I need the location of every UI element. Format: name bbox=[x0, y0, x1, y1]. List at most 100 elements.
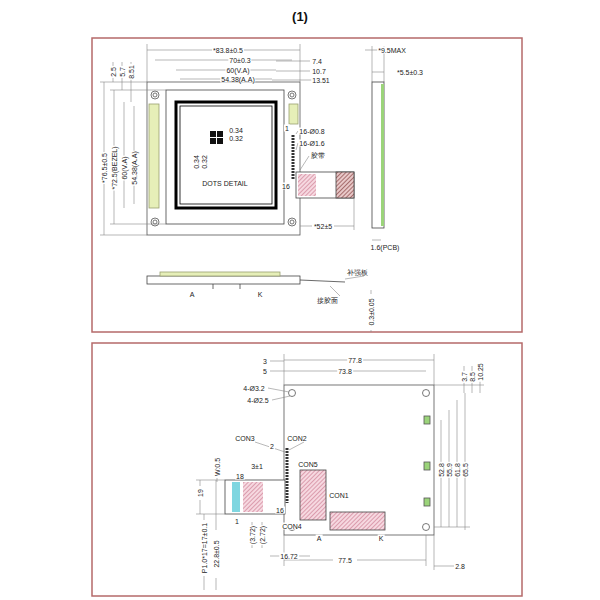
drawing-stroke bbox=[200, 480, 201, 486]
dimension-label: *9.5MAX bbox=[377, 47, 407, 54]
drawing-stroke bbox=[217, 131, 223, 137]
drawing-stroke bbox=[204, 576, 205, 590]
dimension-label: 0.32 bbox=[228, 135, 244, 142]
dimension-label: 73.8 bbox=[337, 368, 353, 375]
dimension-label: 16.72 bbox=[279, 553, 299, 560]
dimension-label: W:0.5 bbox=[214, 457, 221, 477]
dimension-label: 16-Ø0.8 bbox=[298, 128, 325, 135]
dimension-label: 补强板 bbox=[346, 269, 369, 276]
drawing-stroke bbox=[284, 385, 434, 535]
drawing-stroke bbox=[288, 91, 296, 99]
drawing-stroke bbox=[298, 556, 310, 557]
drawing-stroke bbox=[424, 416, 430, 424]
dimension-label: 2.8 bbox=[454, 563, 466, 570]
drawing-stroke bbox=[147, 44, 148, 82]
dimension-label: 16 bbox=[281, 183, 291, 190]
drawing-stroke bbox=[300, 470, 326, 520]
dimension-label: 61.8 bbox=[454, 462, 461, 478]
dimension-label: 77.5 bbox=[337, 557, 353, 564]
drawing-stroke bbox=[176, 102, 276, 208]
dimension-label: DOTS DETAIL bbox=[201, 180, 248, 187]
drawing-stroke bbox=[276, 71, 310, 72]
dimension-label: 4-Ø2.5 bbox=[246, 397, 269, 404]
drawing-stroke bbox=[255, 442, 285, 452]
drawing-stroke bbox=[289, 442, 304, 450]
drawing-stroke bbox=[243, 482, 263, 512]
dimension-label: 0.3±0.05 bbox=[368, 297, 375, 326]
dimension-label: 1 bbox=[284, 125, 290, 132]
drawing-stroke bbox=[110, 224, 166, 225]
drawing-stroke bbox=[180, 106, 272, 204]
drawing-stroke bbox=[330, 286, 340, 296]
drawing-stroke bbox=[204, 514, 205, 520]
drawing-stroke bbox=[372, 82, 384, 228]
figure-title: (1) bbox=[292, 9, 308, 24]
drawing-stroke bbox=[354, 198, 355, 230]
drawing-stroke bbox=[330, 512, 385, 530]
drawing-stroke bbox=[147, 276, 300, 284]
dimension-label: P1.0*17=17±0.1 bbox=[201, 522, 208, 574]
drawing-stroke bbox=[371, 330, 372, 332]
dimension-label: 10.25 bbox=[477, 362, 484, 382]
side-view bbox=[147, 82, 384, 289]
dimension-label: CON1 bbox=[328, 492, 349, 499]
dimension-label: 5.7 bbox=[119, 66, 126, 78]
dimension-label: 2 bbox=[269, 443, 275, 450]
drawing-stroke bbox=[284, 560, 333, 561]
drawing-stroke bbox=[372, 46, 373, 82]
drawing-stroke bbox=[292, 135, 295, 180]
drawing-stroke bbox=[153, 220, 157, 224]
drawing-stroke bbox=[286, 448, 289, 503]
dimension-label: A bbox=[189, 291, 196, 298]
dimension-label: *5.5±0.3 bbox=[396, 69, 424, 76]
dimension-label: A bbox=[316, 535, 323, 542]
drawing-stroke bbox=[372, 72, 384, 73]
dimension-label: CON4 bbox=[281, 523, 302, 530]
drawing-stroke bbox=[110, 90, 166, 91]
dimension-label: *83.8±0.5 bbox=[212, 47, 244, 54]
drawing-stroke bbox=[276, 61, 310, 62]
dimension-label: 8.51 bbox=[128, 64, 135, 80]
drawing-stroke bbox=[371, 290, 372, 294]
drawing-stroke bbox=[270, 361, 284, 362]
dimension-label: 8.5 bbox=[469, 371, 476, 383]
drawing-stroke bbox=[151, 218, 159, 226]
drawing-stroke bbox=[336, 172, 354, 198]
dimension-label: 2.5 bbox=[110, 66, 117, 78]
dimension-label: 13.51 bbox=[311, 77, 331, 84]
dimension-label: 55.9 bbox=[446, 462, 453, 478]
drawing-stroke bbox=[272, 396, 290, 400]
dimension-label: 胶带 bbox=[310, 152, 326, 159]
dimension-label: 1 bbox=[234, 518, 240, 525]
drawing-stroke bbox=[240, 284, 241, 289]
drawing-stroke bbox=[300, 226, 312, 227]
drawing-stroke bbox=[434, 535, 435, 570]
panel-frame bbox=[92, 343, 522, 596]
dimension-label: 0.32 bbox=[201, 154, 208, 170]
dimension-label: 19 bbox=[197, 488, 204, 498]
drawing-stroke bbox=[381, 84, 384, 226]
dimension-label: 60(V.A) bbox=[225, 67, 250, 74]
drawing-stroke bbox=[334, 226, 354, 227]
dimension-label: (3.72) bbox=[249, 525, 256, 545]
drawing-stroke bbox=[213, 284, 214, 289]
drawing-stroke bbox=[216, 480, 217, 530]
dimension-label: 4-Ø3.2 bbox=[242, 385, 265, 392]
drawing-stroke bbox=[290, 93, 294, 97]
dimension-label: 70±0.3 bbox=[228, 57, 251, 64]
drawing-stroke bbox=[149, 104, 159, 208]
drawing-stroke bbox=[196, 480, 225, 481]
dimension-label: 7.4 bbox=[311, 58, 323, 65]
drawing-stroke bbox=[216, 578, 217, 590]
drawing-stroke bbox=[300, 280, 345, 282]
drawing-stroke bbox=[100, 82, 147, 83]
drawing-stroke bbox=[434, 354, 435, 385]
dimension-label: 54.38(A.A) bbox=[220, 76, 255, 83]
drawing-stroke bbox=[372, 240, 381, 241]
drawing-stroke bbox=[300, 44, 301, 82]
drawing-stroke bbox=[196, 514, 225, 515]
dimension-label: 0.34 bbox=[228, 127, 244, 134]
drawing-stroke bbox=[292, 371, 426, 372]
drawing-stroke bbox=[424, 498, 430, 506]
drawing-stroke bbox=[155, 60, 292, 61]
